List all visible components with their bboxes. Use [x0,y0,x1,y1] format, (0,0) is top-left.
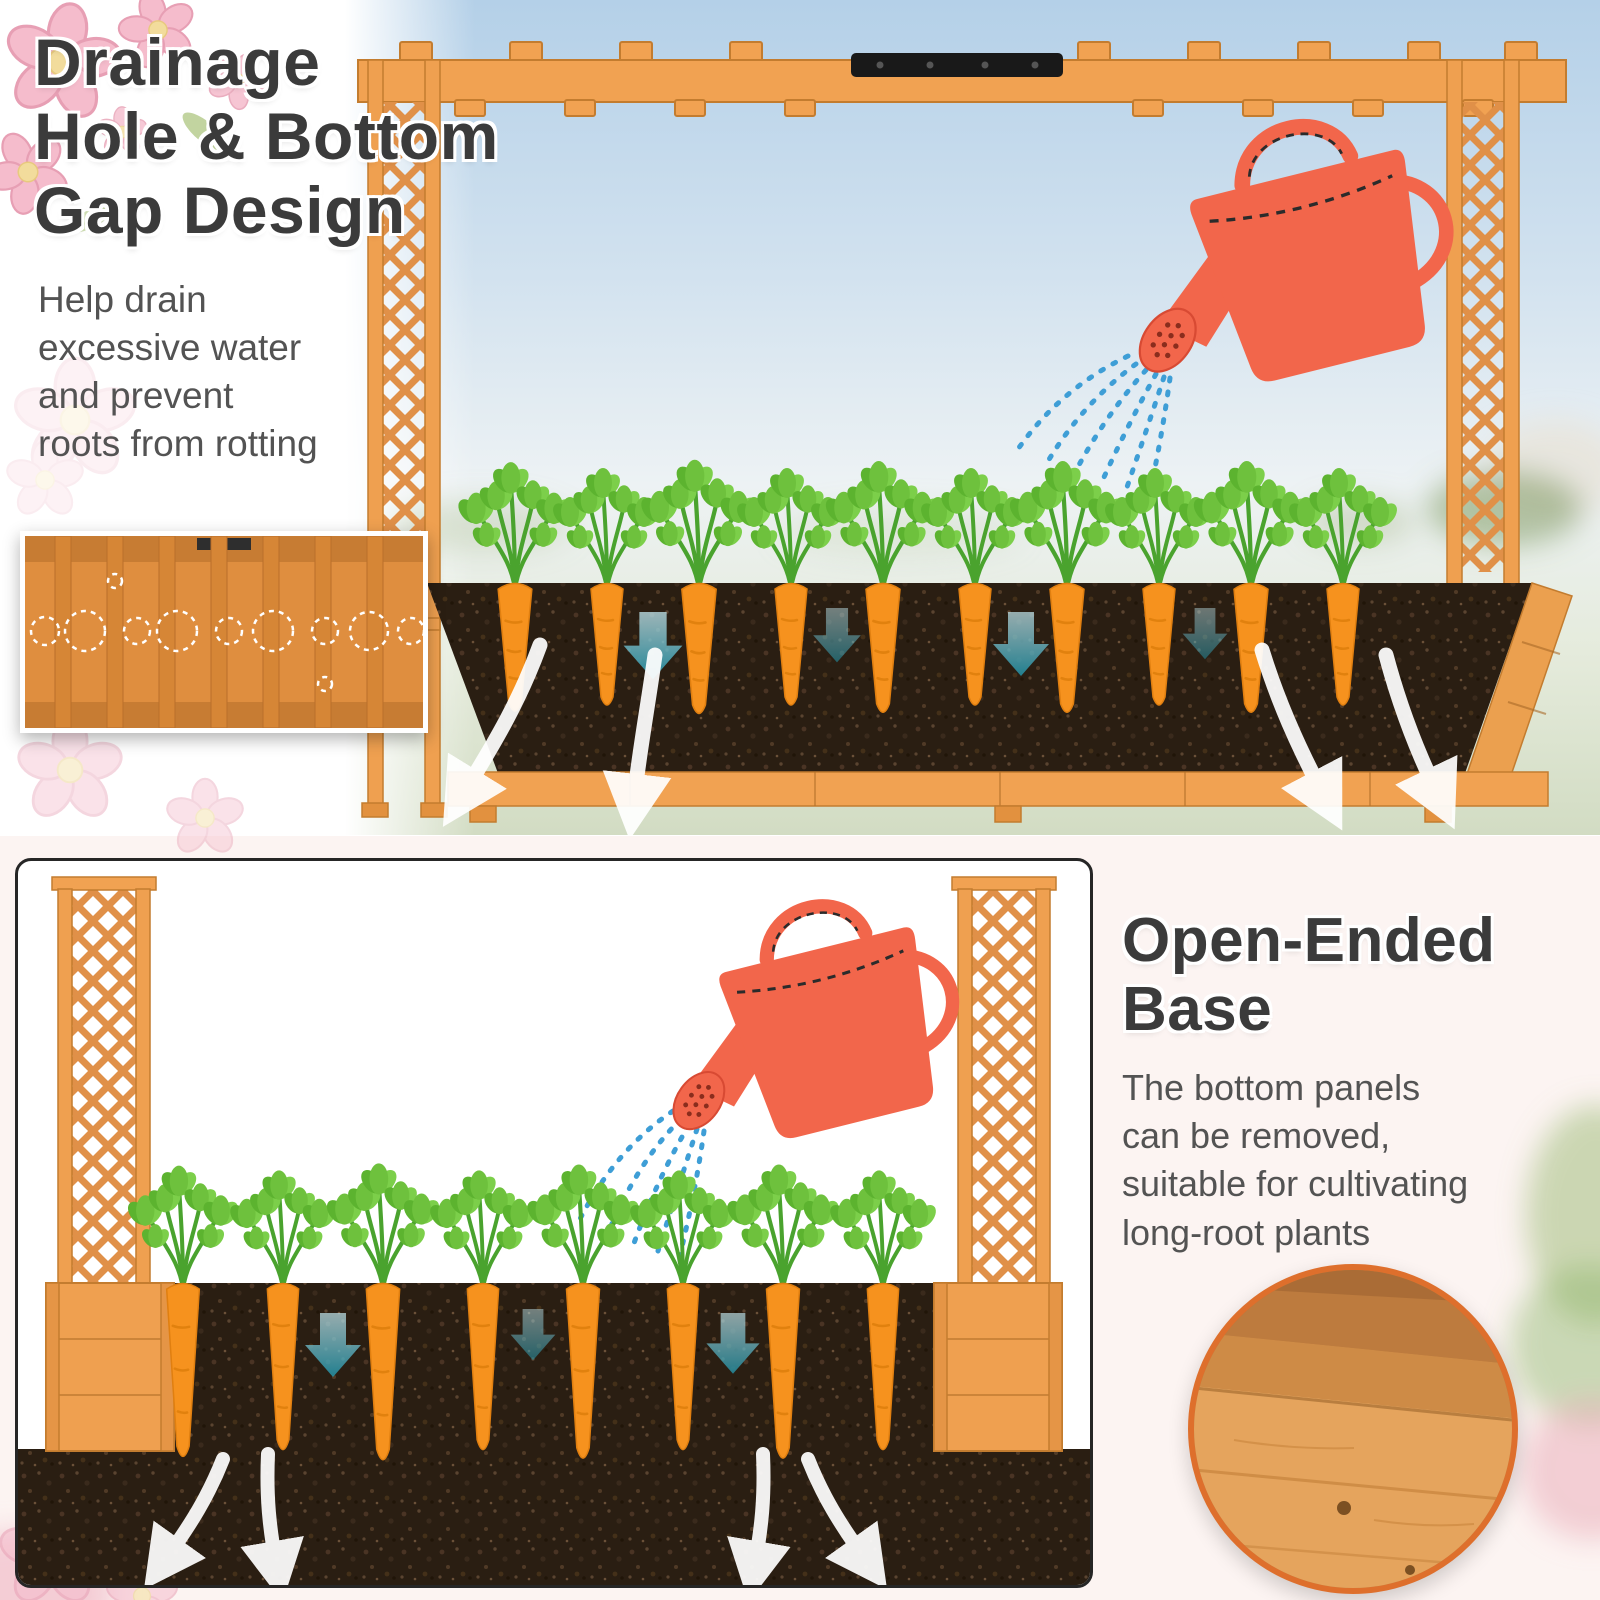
drainage-hole-markers [29,572,426,693]
trellis [357,41,1567,818]
top-title-line: Drainage [34,25,321,99]
drainage-arrow-white-icon [1378,647,1458,830]
planter-box-left [45,1282,175,1452]
drainage-panel-photo [25,535,426,729]
planter-box-right [933,1282,1063,1452]
top-illustration [345,0,1600,835]
bottom-card [15,858,1093,1588]
floral-decoration [0,0,349,1600]
bottom-illustration [18,861,1090,1585]
drainage-arrow-white-icon [1254,642,1343,831]
drainage-arrows-white [442,637,1458,835]
bottom-description: The bottom panels can be removed, suitab… [1122,1067,1469,1253]
open-base-soil [18,1449,1090,1585]
drainage-arrow-white-icon [240,1447,304,1585]
drainage-arrow-white-icon [727,1447,791,1585]
watering-can-icon [623,879,976,1167]
trellis-post-right [951,876,1057,1290]
wood-interior-photo [1194,1270,1512,1588]
drainage-arrow-white-icon [442,637,548,827]
metal-bracket [851,53,1063,77]
top-title-line: Gap Design [34,172,406,247]
bottom-title-line: Base [1122,975,1273,1045]
top-description: Help drain excessive water and prevent r… [38,279,318,465]
drainage-arrow-white-icon [143,1452,230,1585]
trellis-post-left [51,876,157,1290]
bottom-title: Open-Ended Base [1122,906,1496,1045]
top-title-line: Hole & Bottom [34,98,499,173]
bed-soil [168,1283,948,1451]
drainage-arrow-white-icon [602,647,672,835]
drainage-arrow-white-icon [801,1452,888,1585]
circle-photo-inset [1188,1264,1518,1594]
bottom-title-line: Open-Ended [1122,906,1496,975]
drainage-panel-inset [20,531,428,733]
water-drops-icon [1013,353,1173,495]
drainage-arrows-white [143,1447,888,1585]
trellis-post-right [1446,59,1520,591]
top-title: Drainage Hole & Bottom Gap Design [34,25,499,248]
